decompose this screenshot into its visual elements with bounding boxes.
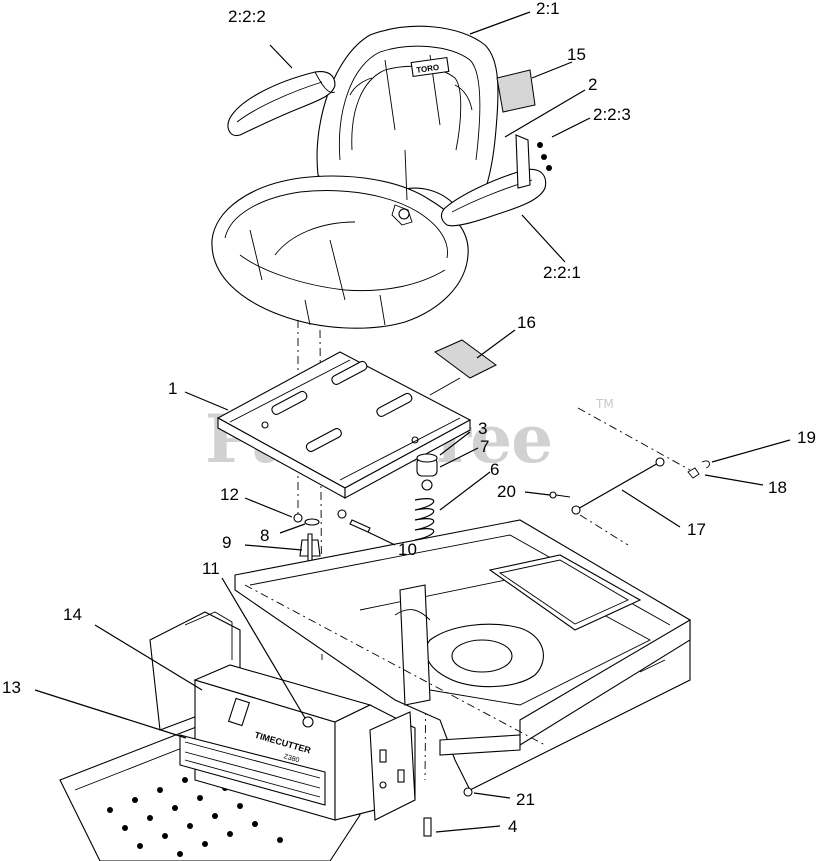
seat-brand-label: TORO [416, 63, 440, 75]
callout-14: 14 [63, 605, 82, 624]
callout-18: 18 [768, 478, 787, 497]
decal-16 [434, 339, 497, 379]
callout-10: 10 [398, 540, 417, 559]
callout-6: 6 [490, 460, 499, 479]
callout-4: 4 [508, 817, 517, 836]
callout-12: 12 [220, 485, 239, 504]
callout-8: 8 [260, 526, 269, 545]
callout-3: 3 [478, 419, 487, 438]
console-and-floor: TIMECUTTER Z380 [59, 611, 416, 861]
callout-15: 15 [567, 45, 586, 64]
chassis-frame [234, 519, 691, 837]
console-model-label: Z380 [283, 753, 300, 764]
callout-17: 17 [687, 520, 706, 539]
callout-2-2-1: 2:2:1 [543, 263, 581, 282]
leader-lines [34, 11, 791, 833]
callout-19: 19 [797, 428, 816, 447]
seat-pan [216, 351, 472, 499]
callout-2: 2 [588, 75, 597, 94]
callouts: 2:2:2 2:1 15 2 2:2:3 2:2:1 16 1 3 7 6 20… [2, 0, 816, 836]
rod-assembly [549, 407, 710, 546]
callout-2-1: 2:1 [536, 0, 560, 18]
callout-9: 9 [222, 533, 231, 552]
callout-7: 7 [480, 437, 489, 456]
callout-1: 1 [168, 379, 177, 398]
callout-20: 20 [497, 482, 516, 501]
callout-13: 13 [2, 678, 21, 697]
callout-16: 16 [517, 313, 536, 332]
seat-assembly: TORO [211, 25, 552, 329]
callout-11: 11 [202, 559, 220, 578]
callout-2-2-2: 2:2:2 [228, 7, 266, 26]
watermark-tm: TM [595, 397, 614, 411]
callout-2-2-3: 2:2:3 [593, 105, 631, 124]
hardware-left [293, 509, 371, 563]
callout-21: 21 [516, 790, 535, 809]
